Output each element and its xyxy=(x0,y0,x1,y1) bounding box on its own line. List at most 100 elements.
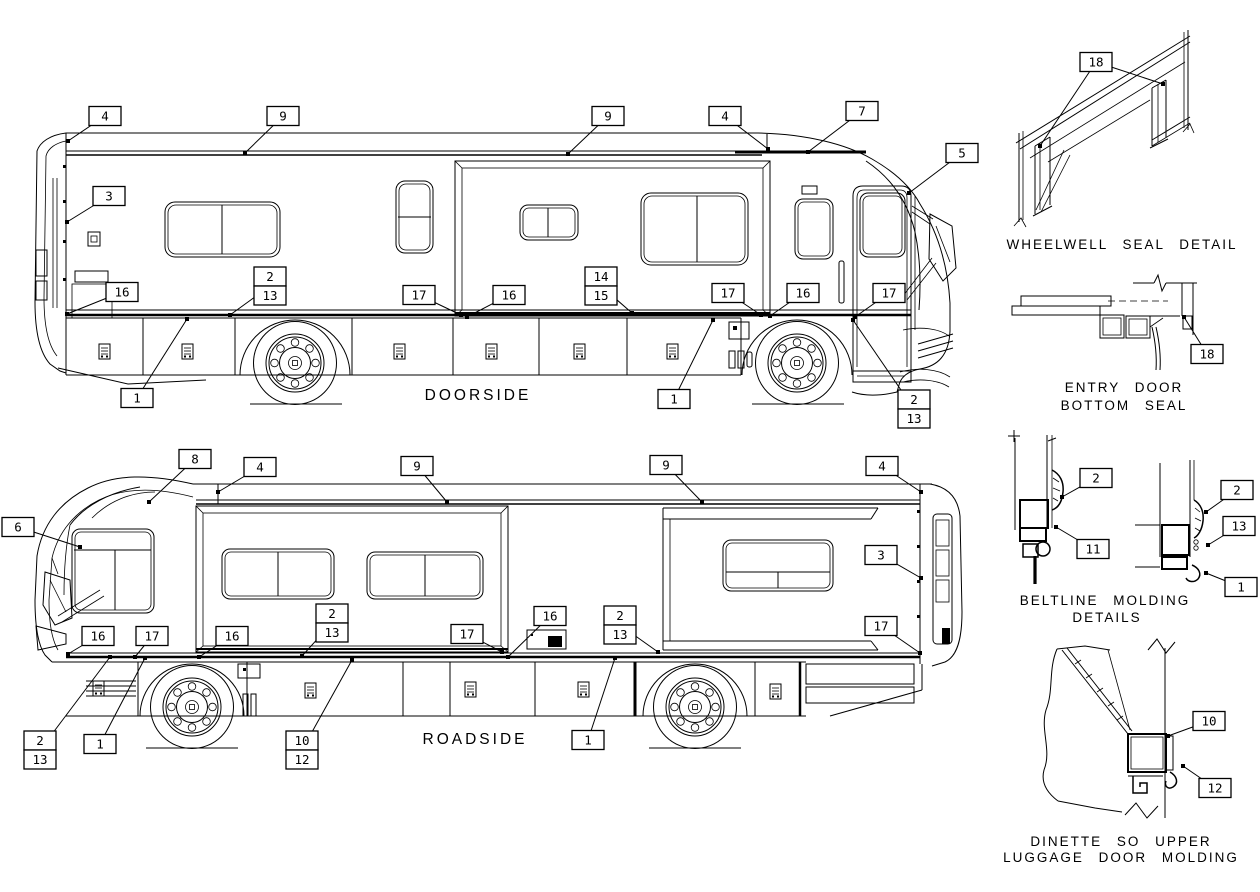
luggage-latch-icon xyxy=(98,343,111,360)
callout-number: 16 xyxy=(542,609,557,624)
callout-box xyxy=(864,544,898,566)
callout-number: 4 xyxy=(256,460,264,475)
callout-box xyxy=(92,185,126,207)
leader-line xyxy=(1039,71,1091,147)
entry-door-caption-line2: BOTTOM SEAL xyxy=(1061,398,1188,413)
callout-doorside-16: 16 xyxy=(768,282,820,318)
front-window xyxy=(794,198,834,260)
callout-roadside-2-13: 213 xyxy=(300,603,349,658)
callout-roadside-2-13: 213 xyxy=(603,605,660,654)
callout-number: 5 xyxy=(958,146,966,161)
windshield-edge xyxy=(865,160,921,311)
callout-beltline-2: 2 xyxy=(1060,467,1113,499)
callout-number: 4 xyxy=(101,109,109,124)
callout-box xyxy=(1076,538,1110,560)
leader-node xyxy=(766,147,770,151)
radiator-louver xyxy=(805,663,915,704)
leader-node xyxy=(1038,144,1042,148)
callout-number: 2 xyxy=(266,269,274,284)
callout-box xyxy=(845,100,879,122)
leader-line xyxy=(567,125,599,155)
callout-doorside-7: 7 xyxy=(806,100,879,154)
wheelwell-caption: WHEELWELL SEAL DETAIL xyxy=(1006,237,1237,252)
callout-number: 13 xyxy=(32,752,47,767)
callout-box xyxy=(864,615,898,637)
leader-node xyxy=(108,655,112,659)
roadside-slideout-rear xyxy=(662,507,879,651)
leader-node xyxy=(656,650,660,654)
headlight xyxy=(917,333,954,345)
callout-number: 2 xyxy=(1233,483,1241,498)
callout-number: 2 xyxy=(328,606,336,621)
dinette-luggage-door-molding-detail xyxy=(1042,638,1178,819)
roadside-view xyxy=(34,476,963,749)
leader-node xyxy=(1060,495,1064,499)
leader-line xyxy=(1207,535,1224,546)
leader-node xyxy=(806,150,810,154)
callout-number: 4 xyxy=(878,459,886,474)
leader-node xyxy=(228,313,232,317)
leader-node xyxy=(613,656,617,660)
wheelwell-arch xyxy=(741,319,853,376)
doorside-slideout xyxy=(454,160,771,317)
callout-box xyxy=(285,749,319,770)
callout-box xyxy=(135,625,169,647)
j-hook xyxy=(1185,564,1201,583)
taillight xyxy=(35,249,48,277)
leader-node xyxy=(243,151,247,155)
marker-light xyxy=(801,185,818,195)
fuel-fill xyxy=(87,231,101,247)
callout-box xyxy=(253,285,287,306)
wiper xyxy=(902,257,933,297)
callout-number: 3 xyxy=(105,189,113,204)
callout-box xyxy=(1222,515,1256,537)
callout-number: 15 xyxy=(593,288,608,303)
leader-node xyxy=(1204,571,1208,575)
rear-skirt xyxy=(57,367,207,385)
callout-box xyxy=(603,624,637,645)
luggage-latch-icon xyxy=(181,343,194,360)
leader-line xyxy=(769,302,790,317)
callout-beltline-1: 1 xyxy=(1204,571,1258,598)
callout-box xyxy=(584,285,618,306)
leader-line xyxy=(1061,486,1081,498)
callout-beltline-13: 13 xyxy=(1206,515,1256,547)
callout-number: 6 xyxy=(14,520,22,535)
callout-roadside-1: 1 xyxy=(83,656,147,755)
rear-cap xyxy=(829,483,963,717)
callout-doorside-17: 17 xyxy=(711,282,763,317)
leader-line xyxy=(852,319,902,391)
taillight xyxy=(935,549,950,577)
callout-roadside-8: 8 xyxy=(147,448,212,504)
leader-line xyxy=(741,302,762,316)
luggage-door-frame xyxy=(1127,733,1167,773)
leader-node xyxy=(197,655,201,659)
leader-line xyxy=(674,474,703,503)
callout-box xyxy=(1224,576,1258,598)
leader-node xyxy=(459,313,463,317)
leader-line xyxy=(1205,499,1224,513)
leader-node xyxy=(66,139,70,143)
leader-line xyxy=(635,635,659,653)
callout-number: 17 xyxy=(881,286,896,301)
leader-node xyxy=(65,220,69,224)
wheelwell-arch xyxy=(239,319,351,376)
callout-roadside-3: 3 xyxy=(864,544,923,580)
callout-box xyxy=(945,142,979,164)
front-wheel xyxy=(755,321,839,405)
callout-number: 14 xyxy=(593,269,608,284)
utility-panel xyxy=(74,270,109,283)
callout-number: 1 xyxy=(584,733,592,748)
leader-node xyxy=(919,576,923,580)
leader-line xyxy=(53,656,111,732)
leader-node xyxy=(700,500,704,504)
callout-roadside-16: 16 xyxy=(197,625,249,659)
callout-box xyxy=(215,625,249,647)
service-panel xyxy=(237,663,261,679)
leader-node xyxy=(759,313,763,317)
callout-roadside-17: 17 xyxy=(864,615,922,655)
leader-line xyxy=(301,640,317,657)
callout-box xyxy=(400,455,434,477)
callout-box xyxy=(865,455,899,477)
